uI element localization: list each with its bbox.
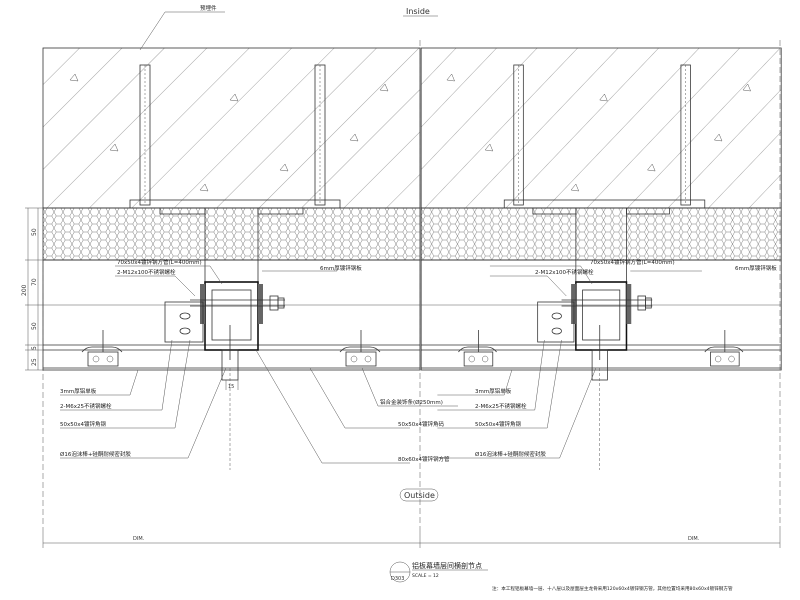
inside-label: Inside [406, 7, 430, 16]
vertical-dimension [25, 207, 43, 371]
dim-50-top: 50 [31, 228, 38, 236]
label-trim: 铝合金装饰条(Ø250mm) [380, 398, 443, 406]
label-angle-50: 50x50x4镀锌角钢 [60, 420, 107, 428]
dim-25: 25 [31, 358, 38, 366]
embedded-part-label: 预埋件 [200, 4, 217, 12]
label-plate-6mm: 6mm厚镀锌钢板 [320, 264, 362, 272]
detail-id: D303 [391, 576, 404, 582]
label-steel-tube-70: 70x50x4镀锌钢方管(L=400mm) [117, 258, 202, 266]
dim-200: 200 [21, 284, 28, 296]
label-bolt-m6: 2-M6x25不锈钢螺栓 [60, 402, 112, 410]
dim-label-right: DIM. [688, 536, 700, 542]
label-angle-50-right: 50x50x4镀锌角钢 [475, 420, 522, 428]
detail-title: 铝板幕墙层间横剖节点 [412, 561, 482, 570]
dim-70: 70 [31, 278, 38, 286]
label-steel-tube-70-right: 70x50x4镀锌钢方管(L=400mm) [590, 258, 675, 266]
label-angle-code: 50x50x4镀锌角码 [398, 420, 445, 428]
general-note: 注：本工程铝板幕墙一层、十八层以及屋面层主龙骨采用120x60x4镀锌钢方管，其… [492, 585, 733, 592]
label-aluminum-3mm: 3mm厚铝单板 [60, 387, 97, 395]
label-bolt-m6-right: 2-M6x25不锈钢螺栓 [475, 402, 527, 410]
label-bolt-m12-right: 2-M12x100不锈钢螺栓 [535, 268, 594, 276]
label-sealant-right: Ø16泡沫棒+硅酮耐候密封胶 [475, 450, 546, 458]
label-sealant: Ø16泡沫棒+硅酮耐候密封胶 [60, 450, 131, 458]
dim-15: 15 [228, 384, 234, 390]
label-bolt-m12: 2-M12x100不锈钢螺栓 [117, 268, 176, 276]
label-aluminum-3mm-right: 3mm厚铝单板 [475, 387, 512, 395]
horizontal-dimension [42, 40, 781, 548]
outside-label: Outside [404, 491, 435, 500]
dim-label-left: DIM. [133, 536, 145, 542]
detail-scale: SCALE = 12 [412, 573, 439, 579]
label-plate-6mm-right: 6mm厚镀锌钢板 [735, 264, 777, 272]
dim-50-mid: 50 [31, 322, 38, 330]
dim-5: 5 [31, 346, 38, 350]
label-tube-80: 80x60x4镀锌钢方管 [398, 455, 450, 463]
